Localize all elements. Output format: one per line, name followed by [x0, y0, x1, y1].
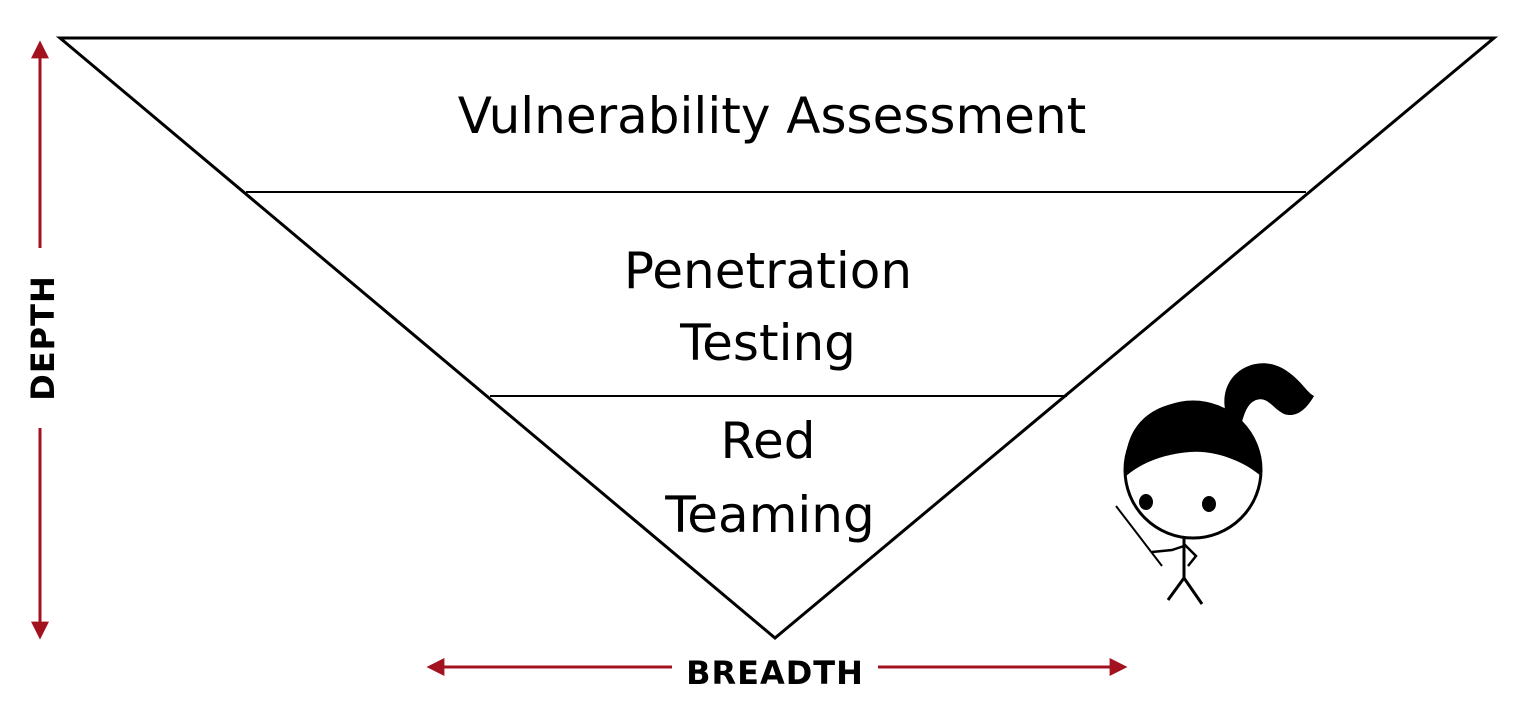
right-leg [1182, 577, 1204, 605]
hair-cap [1125, 401, 1262, 476]
stick-figure-illustration [1115, 363, 1314, 605]
left-arm [1151, 544, 1185, 554]
layer-label-teaming: Teaming [664, 486, 874, 544]
right-eye [1202, 496, 1216, 512]
layer-label-red: Red [721, 412, 816, 470]
funnel-triangle [55, 36, 1499, 640]
breadth-label: BREADTH [686, 654, 864, 692]
right-arm [1183, 543, 1198, 567]
left-leg [1166, 577, 1186, 601]
layer-label-testing: Testing [679, 314, 856, 372]
ponytail-shape [1224, 363, 1314, 428]
left-eye [1139, 494, 1153, 510]
depth-label: DEPTH [24, 275, 62, 400]
layer-label-penetration: Penetration [624, 242, 912, 300]
layer-label-vulnerability-assessment: Vulnerability Assessment [458, 87, 1086, 145]
pointer-stick-icon [1115, 505, 1163, 567]
